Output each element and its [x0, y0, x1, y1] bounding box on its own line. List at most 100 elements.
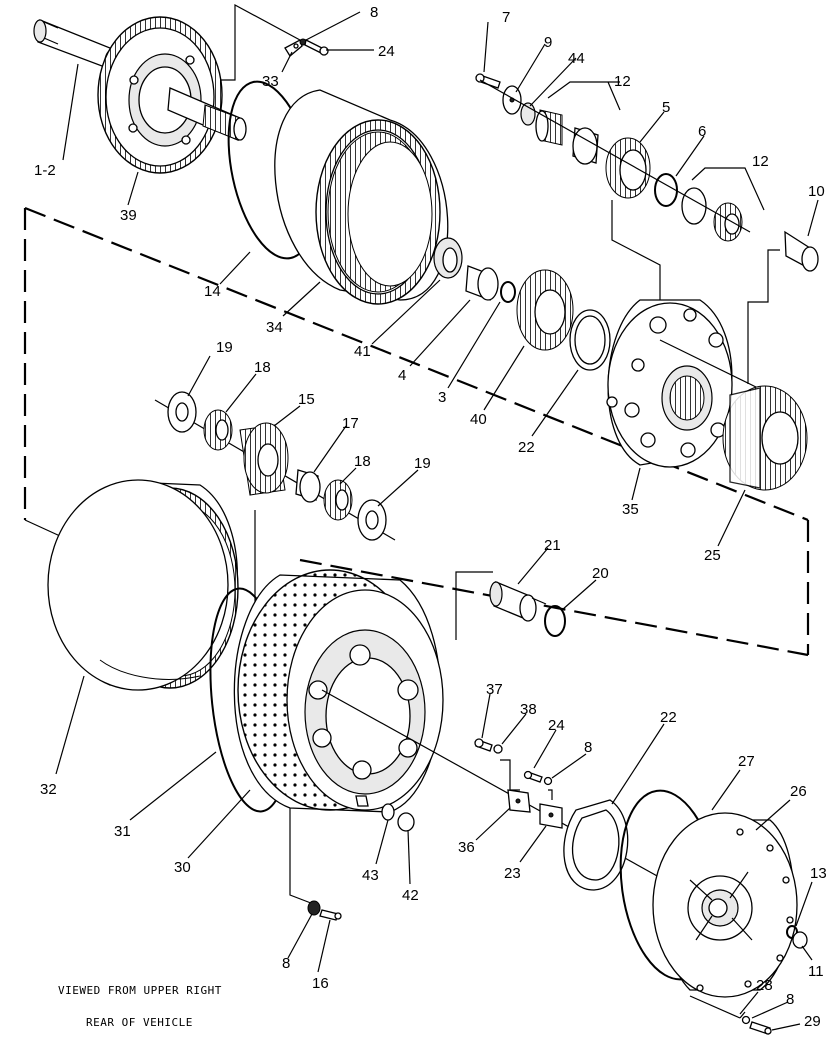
- snap-ring-3: [500, 281, 516, 303]
- callout-12-upper-right: 12: [752, 153, 769, 170]
- callout-37: 37: [486, 681, 503, 698]
- snap-ring-20: [544, 605, 566, 637]
- callout-15: 15: [298, 391, 315, 408]
- callout-30: 30: [174, 859, 191, 876]
- washer-8-lower: [543, 776, 553, 786]
- callout-40: 40: [470, 411, 487, 428]
- callout-8-top: 8: [370, 4, 378, 21]
- callout-43: 43: [362, 867, 379, 884]
- spacer-41: [433, 237, 463, 279]
- lock-plate-23: [539, 803, 563, 829]
- callout-14: 14: [204, 283, 221, 300]
- washer-8-cover: [741, 1015, 751, 1025]
- upper-axis-line: [479, 79, 751, 233]
- spur-gear-5: [605, 137, 651, 199]
- washer-43: [381, 803, 395, 821]
- callout-17: 17: [342, 415, 359, 432]
- snap-ring-6: [654, 173, 678, 207]
- cover-26: [652, 812, 798, 998]
- bearing-4: [465, 265, 499, 301]
- callout-36: 36: [458, 839, 475, 856]
- sun-gear-25: [722, 385, 808, 491]
- callout-12-upper-left: 12: [614, 73, 631, 90]
- thrust-washer-19-left: [167, 391, 197, 433]
- callout-19-left: 19: [216, 339, 233, 356]
- thrust-washer-22-upper: [569, 309, 611, 371]
- gasket-22-lower: [563, 799, 629, 891]
- callout-35: 35: [622, 501, 639, 518]
- callout-13: 13: [810, 865, 826, 882]
- callout-24-top: 24: [378, 43, 395, 60]
- bearing-12-inner-right: [713, 202, 743, 242]
- hub-30: [233, 569, 444, 813]
- bearing-race-12-right: [681, 187, 707, 225]
- callout-29: 29: [804, 1013, 821, 1030]
- callout-3: 3: [438, 389, 446, 406]
- callout-16: 16: [312, 975, 329, 992]
- thrust-washer-19-right: [357, 499, 387, 541]
- callout-1-2: 1-2: [34, 162, 56, 179]
- bracket-28: [689, 995, 746, 1019]
- callout-33: 33: [262, 73, 279, 90]
- callout-8-cover: 8: [786, 991, 794, 1008]
- o-ring-13: [786, 925, 798, 939]
- bearing-race-12-left: [572, 127, 599, 165]
- bolt-37: [474, 738, 493, 752]
- callout-26: 26: [790, 783, 807, 800]
- spacer-44: [520, 102, 536, 126]
- callout-22-lower: 22: [660, 709, 677, 726]
- callout-8-bottom: 8: [282, 955, 290, 972]
- plug-11: [792, 931, 808, 949]
- planet-carrier-35: [606, 299, 733, 468]
- callout-7: 7: [502, 9, 510, 26]
- bolt-7: [475, 73, 501, 89]
- plug-42: [397, 812, 415, 832]
- callout-18-left: 18: [254, 359, 271, 376]
- spacer-17: [295, 469, 321, 503]
- callout-41: 41: [354, 343, 371, 360]
- assembly-dashed-boundary: [23, 206, 810, 657]
- rear-caption: REAR OF VEHICLE: [86, 1016, 193, 1029]
- callout-8-lower: 8: [584, 739, 592, 756]
- ring-gear-34: [274, 89, 449, 305]
- callout-10: 10: [808, 183, 825, 200]
- pin-10: [784, 230, 819, 272]
- callout-21: 21: [544, 537, 561, 554]
- ring-gear-39: [97, 16, 247, 174]
- callout-28: 28: [756, 977, 773, 994]
- bracket-33: [284, 38, 329, 57]
- callout-27: 27: [738, 753, 755, 770]
- callout-4: 4: [398, 367, 406, 384]
- callout-24-lower: 24: [548, 717, 565, 734]
- bolt-29: [749, 1021, 772, 1035]
- bearing-12-inner-left: [535, 109, 563, 146]
- seal-washer-8-bottom: [307, 900, 321, 916]
- callout-25: 25: [704, 547, 721, 564]
- routing-lines: [24, 3, 780, 906]
- callout-11: 11: [808, 963, 824, 980]
- planet-gear-15: [239, 422, 289, 496]
- bolt-24-lower: [523, 770, 543, 783]
- callout-leaders: [55, 11, 819, 1031]
- carrier-axis-line: [659, 339, 759, 389]
- roller-bearing-18-left: [203, 409, 233, 451]
- callout-32: 32: [40, 781, 57, 798]
- callout-38: 38: [520, 701, 537, 718]
- callout-19-right: 19: [414, 455, 431, 472]
- planet-gear-40: [516, 269, 574, 351]
- callout-44: 44: [568, 50, 585, 67]
- callout-23: 23: [504, 865, 521, 882]
- view-caption: VIEWED FROM UPPER RIGHT: [58, 984, 222, 997]
- roller-bearing-18-right: [323, 479, 353, 521]
- washer-38: [493, 744, 503, 754]
- ring-gear-32: [47, 479, 239, 691]
- callout-5: 5: [662, 99, 670, 116]
- callout-39: 39: [120, 207, 137, 224]
- callout-22-upper: 22: [518, 439, 535, 456]
- callout-42: 42: [402, 887, 419, 904]
- callout-31: 31: [114, 823, 131, 840]
- callout-6: 6: [698, 123, 706, 140]
- callout-9: 9: [544, 34, 552, 51]
- callout-labels: 1-2 39 33 8 24 7 9 44 12 5 6 12 10 14 3 4…: [34, 4, 826, 1030]
